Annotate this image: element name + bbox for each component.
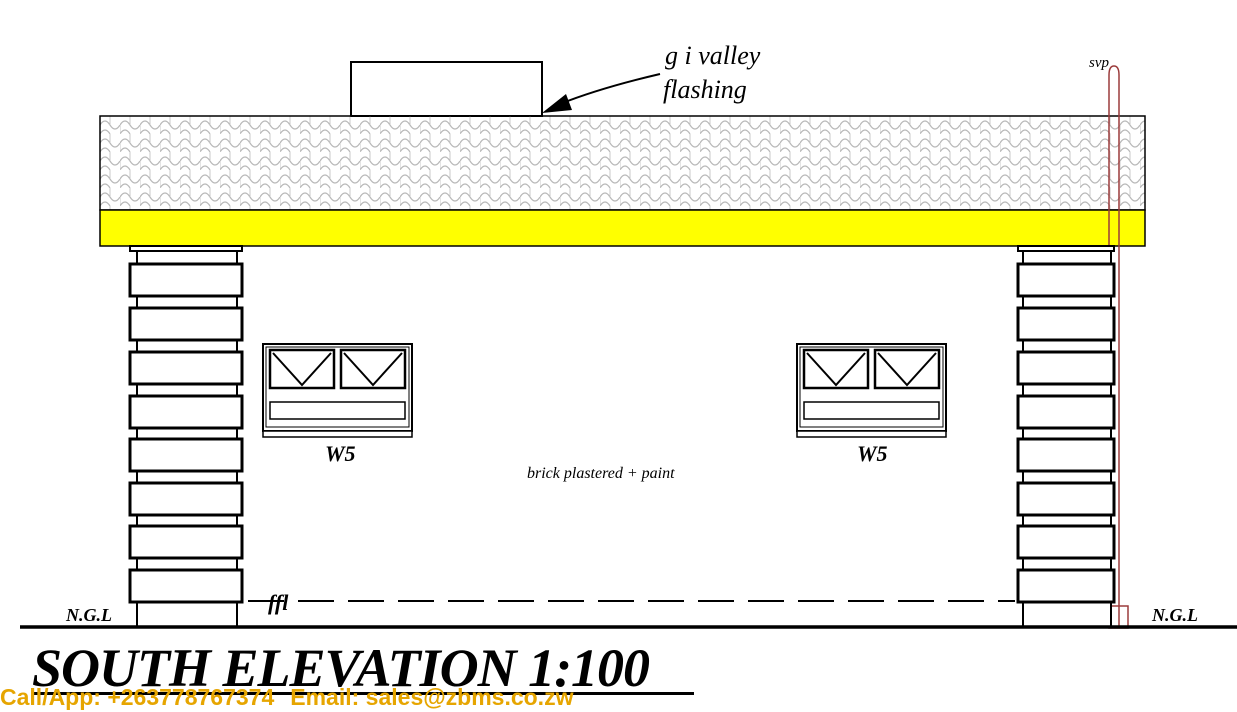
valley-flashing-box bbox=[350, 61, 543, 117]
contact-watermark: Call/App: +263778767374 Email: sales@zbms… bbox=[0, 684, 589, 710]
wall-finish-label: brick plastered + paint bbox=[527, 465, 675, 482]
flashing-leader bbox=[559, 73, 661, 105]
ngl-left-label: N.G.L bbox=[65, 605, 112, 625]
contact-phone: Call/App: +263778767374 bbox=[0, 684, 275, 710]
ffl-label: ffl bbox=[268, 590, 289, 615]
svp-label: svp bbox=[1089, 55, 1109, 71]
flashing-label-line2: flashing bbox=[663, 75, 747, 104]
window-left bbox=[262, 343, 413, 438]
window-left-label: W5 bbox=[325, 441, 356, 466]
window-right bbox=[796, 343, 947, 438]
flashing-label-line1: g i valley bbox=[665, 41, 761, 70]
drawing-title: SOUTH ELEVATION 1:100 bbox=[32, 638, 650, 698]
title-underline bbox=[32, 692, 694, 695]
flashing-arrowhead bbox=[542, 94, 572, 113]
window-right-label: W5 bbox=[857, 441, 888, 466]
left-brick-pier bbox=[128, 245, 244, 628]
contact-email: Email: sales@zbms.co.zw bbox=[290, 684, 574, 710]
roof-tiles bbox=[99, 115, 1146, 211]
ngl-right-label: N.G.L bbox=[1151, 605, 1198, 625]
fascia-board bbox=[99, 209, 1146, 247]
svp-pipe bbox=[1108, 65, 1120, 628]
right-brick-pier bbox=[1016, 245, 1116, 628]
